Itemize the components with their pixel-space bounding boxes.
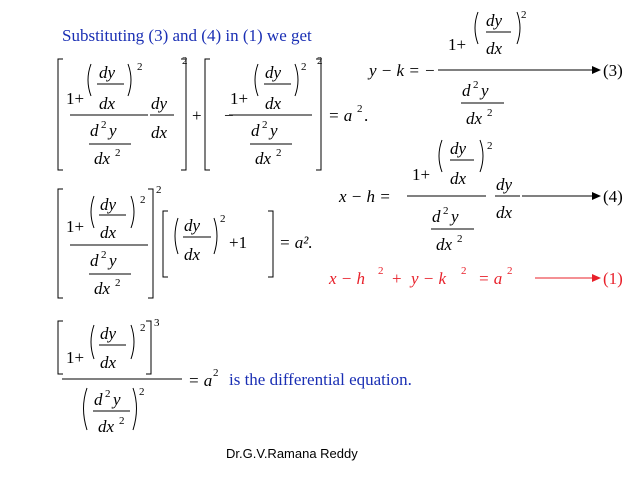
svg-text:2: 2 (301, 61, 307, 73)
eq3-tag: (3) (603, 61, 623, 80)
svg-text:−: − (224, 106, 234, 125)
svg-text:2: 2 (507, 265, 513, 277)
svg-text:2: 2 (182, 55, 188, 67)
svg-text:2: 2 (461, 265, 467, 277)
svg-text:dy: dy (100, 195, 117, 214)
svg-text:dx: dx (436, 235, 453, 254)
svg-text:dx: dx (486, 39, 503, 58)
svg-text:dx: dx (100, 223, 117, 242)
intro-text: Substituting (3) and (4) in (1) we get (62, 26, 312, 45)
svg-text:2: 2 (119, 415, 125, 427)
svg-text:dx: dx (94, 149, 111, 168)
svg-text:2: 2 (139, 386, 145, 398)
footer-author: Dr.G.V.Ramana Reddy (226, 446, 358, 461)
svg-text:dx: dx (255, 149, 272, 168)
svg-text:dy: dy (265, 63, 282, 82)
svg-text:dx: dx (94, 279, 111, 298)
svg-text:y: y (268, 121, 278, 140)
svg-text:dx: dx (98, 417, 115, 436)
svg-text:2: 2 (521, 9, 527, 21)
svg-text:+1: +1 (229, 233, 247, 252)
svg-text:1+: 1+ (66, 217, 84, 236)
svg-text:= a²: = a² (279, 233, 309, 252)
svg-text:2: 2 (105, 388, 111, 400)
svg-text:+: + (392, 269, 402, 288)
svg-text:.: . (364, 106, 368, 125)
svg-text:1+: 1+ (66, 348, 84, 367)
svg-text:dy: dy (151, 94, 168, 113)
svg-text:d: d (90, 251, 99, 270)
svg-text:dy: dy (184, 216, 201, 235)
svg-text:1+: 1+ (66, 89, 84, 108)
svg-text:2: 2 (101, 119, 107, 131)
svg-text:2: 2 (137, 61, 143, 73)
svg-text:2: 2 (357, 103, 363, 115)
svg-text:2: 2 (276, 147, 282, 159)
eq4-tag: (4) (603, 187, 623, 206)
svg-text:2: 2 (115, 147, 121, 159)
svg-text:dy: dy (450, 139, 467, 158)
svg-text:dx: dx (99, 94, 116, 113)
svg-text:2: 2 (140, 194, 146, 206)
svg-text:2: 2 (487, 107, 493, 119)
svg-text:d: d (462, 81, 471, 100)
eq1-tag: (1) (603, 269, 623, 288)
svg-text:2: 2 (115, 277, 121, 289)
svg-text:dx: dx (450, 169, 467, 188)
svg-text:2: 2 (140, 322, 146, 334)
svg-text:y: y (479, 81, 489, 100)
conclusion-text: is the differential equation. (229, 370, 412, 389)
svg-text:dx: dx (151, 123, 168, 142)
svg-text:1+: 1+ (412, 165, 430, 184)
svg-text:dx: dx (100, 353, 117, 372)
eq4-lhs: x − h = (338, 187, 391, 206)
svg-text:dx: dx (496, 203, 513, 222)
svg-text:2: 2 (457, 233, 463, 245)
svg-text:d: d (251, 121, 260, 140)
svg-text:.: . (308, 233, 312, 252)
svg-text:2: 2 (101, 249, 107, 261)
svg-text:y − k: y − k (409, 269, 447, 288)
svg-text:2: 2 (443, 205, 449, 217)
svg-text:dy: dy (99, 63, 116, 82)
svg-text:dy: dy (100, 324, 117, 343)
svg-text:d: d (432, 207, 441, 226)
svg-text:2: 2 (378, 265, 384, 277)
svg-text:+: + (192, 106, 202, 125)
svg-text:3: 3 (154, 317, 160, 329)
svg-text:2: 2 (317, 55, 323, 67)
svg-text:dy: dy (496, 175, 513, 194)
svg-text:2: 2 (262, 119, 268, 131)
svg-text:y: y (449, 207, 459, 226)
svg-text:= a: = a (188, 371, 212, 390)
svg-text:dy: dy (486, 11, 503, 30)
svg-text:2: 2 (213, 367, 219, 379)
svg-text:dx: dx (466, 109, 483, 128)
svg-text:d: d (90, 121, 99, 140)
svg-text:1+: 1+ (448, 35, 466, 54)
svg-text:2: 2 (156, 184, 162, 196)
svg-text:2: 2 (220, 213, 226, 225)
svg-text:y: y (111, 390, 121, 409)
svg-text:1+: 1+ (230, 89, 248, 108)
svg-text:d: d (94, 390, 103, 409)
svg-text:x − h: x − h (328, 269, 365, 288)
svg-text:2: 2 (473, 79, 479, 91)
svg-text:y: y (107, 121, 117, 140)
svg-text:dx: dx (265, 94, 282, 113)
svg-text:= a: = a (478, 269, 502, 288)
svg-text:y: y (107, 251, 117, 270)
svg-text:dx: dx (184, 245, 201, 264)
svg-text:= a: = a (328, 106, 352, 125)
eq3-lhs: y − k = − (367, 61, 436, 80)
svg-text:2: 2 (487, 140, 493, 152)
eq1-line: x − h 2 + y − k 2 = a 2 (1) (328, 265, 623, 288)
